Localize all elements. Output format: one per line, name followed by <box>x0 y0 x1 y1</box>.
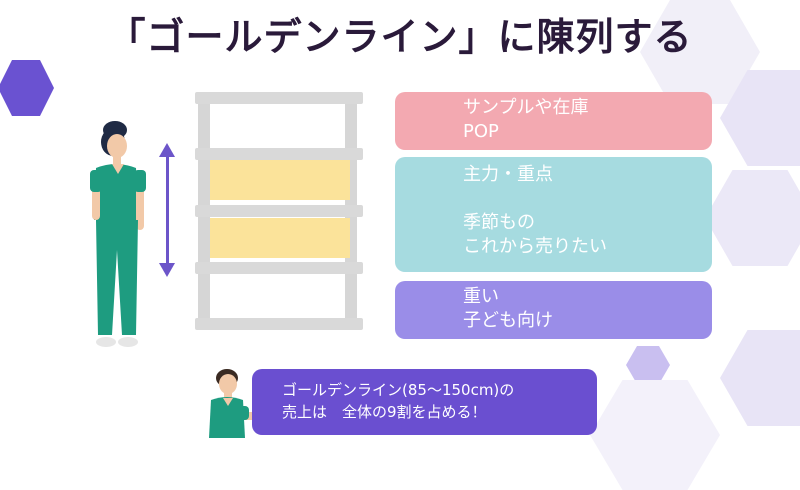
label-line: サンプルや在庫 <box>463 96 712 120</box>
label-line <box>463 187 712 211</box>
hexagon-decoration <box>590 380 720 490</box>
golden-zone <box>210 160 350 200</box>
callout-line: 売上は 全体の9割を占める！ <box>282 401 597 423</box>
label-line: これから売りたい <box>463 235 712 259</box>
shelf-board <box>195 205 363 217</box>
golden-zone <box>210 218 350 258</box>
hexagon-decoration <box>720 330 800 426</box>
golden-line-callout: ゴールデンライン(85〜150cm)の 売上は 全体の9割を占める！ <box>252 369 597 435</box>
shelf-board <box>195 262 363 274</box>
label-line: POP <box>463 120 712 144</box>
page-title: 「ゴールデンライン」に陳列する <box>0 6 800 61</box>
hexagon-decoration <box>0 60 54 116</box>
height-range-line <box>166 150 169 270</box>
arrow-up-icon <box>159 143 175 157</box>
nurse-illustration <box>80 120 160 360</box>
arrow-down-icon <box>159 263 175 277</box>
label-line: 季節もの <box>463 211 712 235</box>
label-line: 主力・重点 <box>463 163 712 187</box>
label-line: 子ども向け <box>463 309 712 333</box>
hexagon-decoration <box>705 170 800 266</box>
shelf-board <box>195 148 363 160</box>
label-box-middle: 主力・重点 季節もの これから売りたい <box>395 157 712 272</box>
shelf-board <box>195 92 363 104</box>
label-box-top: サンプルや在庫 POP <box>395 92 712 150</box>
label-line: 重い <box>463 285 712 309</box>
label-box-bottom: 重い 子ども向け <box>395 281 712 339</box>
hexagon-decoration <box>626 346 670 384</box>
shelf-board <box>195 318 363 330</box>
callout-line: ゴールデンライン(85〜150cm)の <box>282 379 597 401</box>
